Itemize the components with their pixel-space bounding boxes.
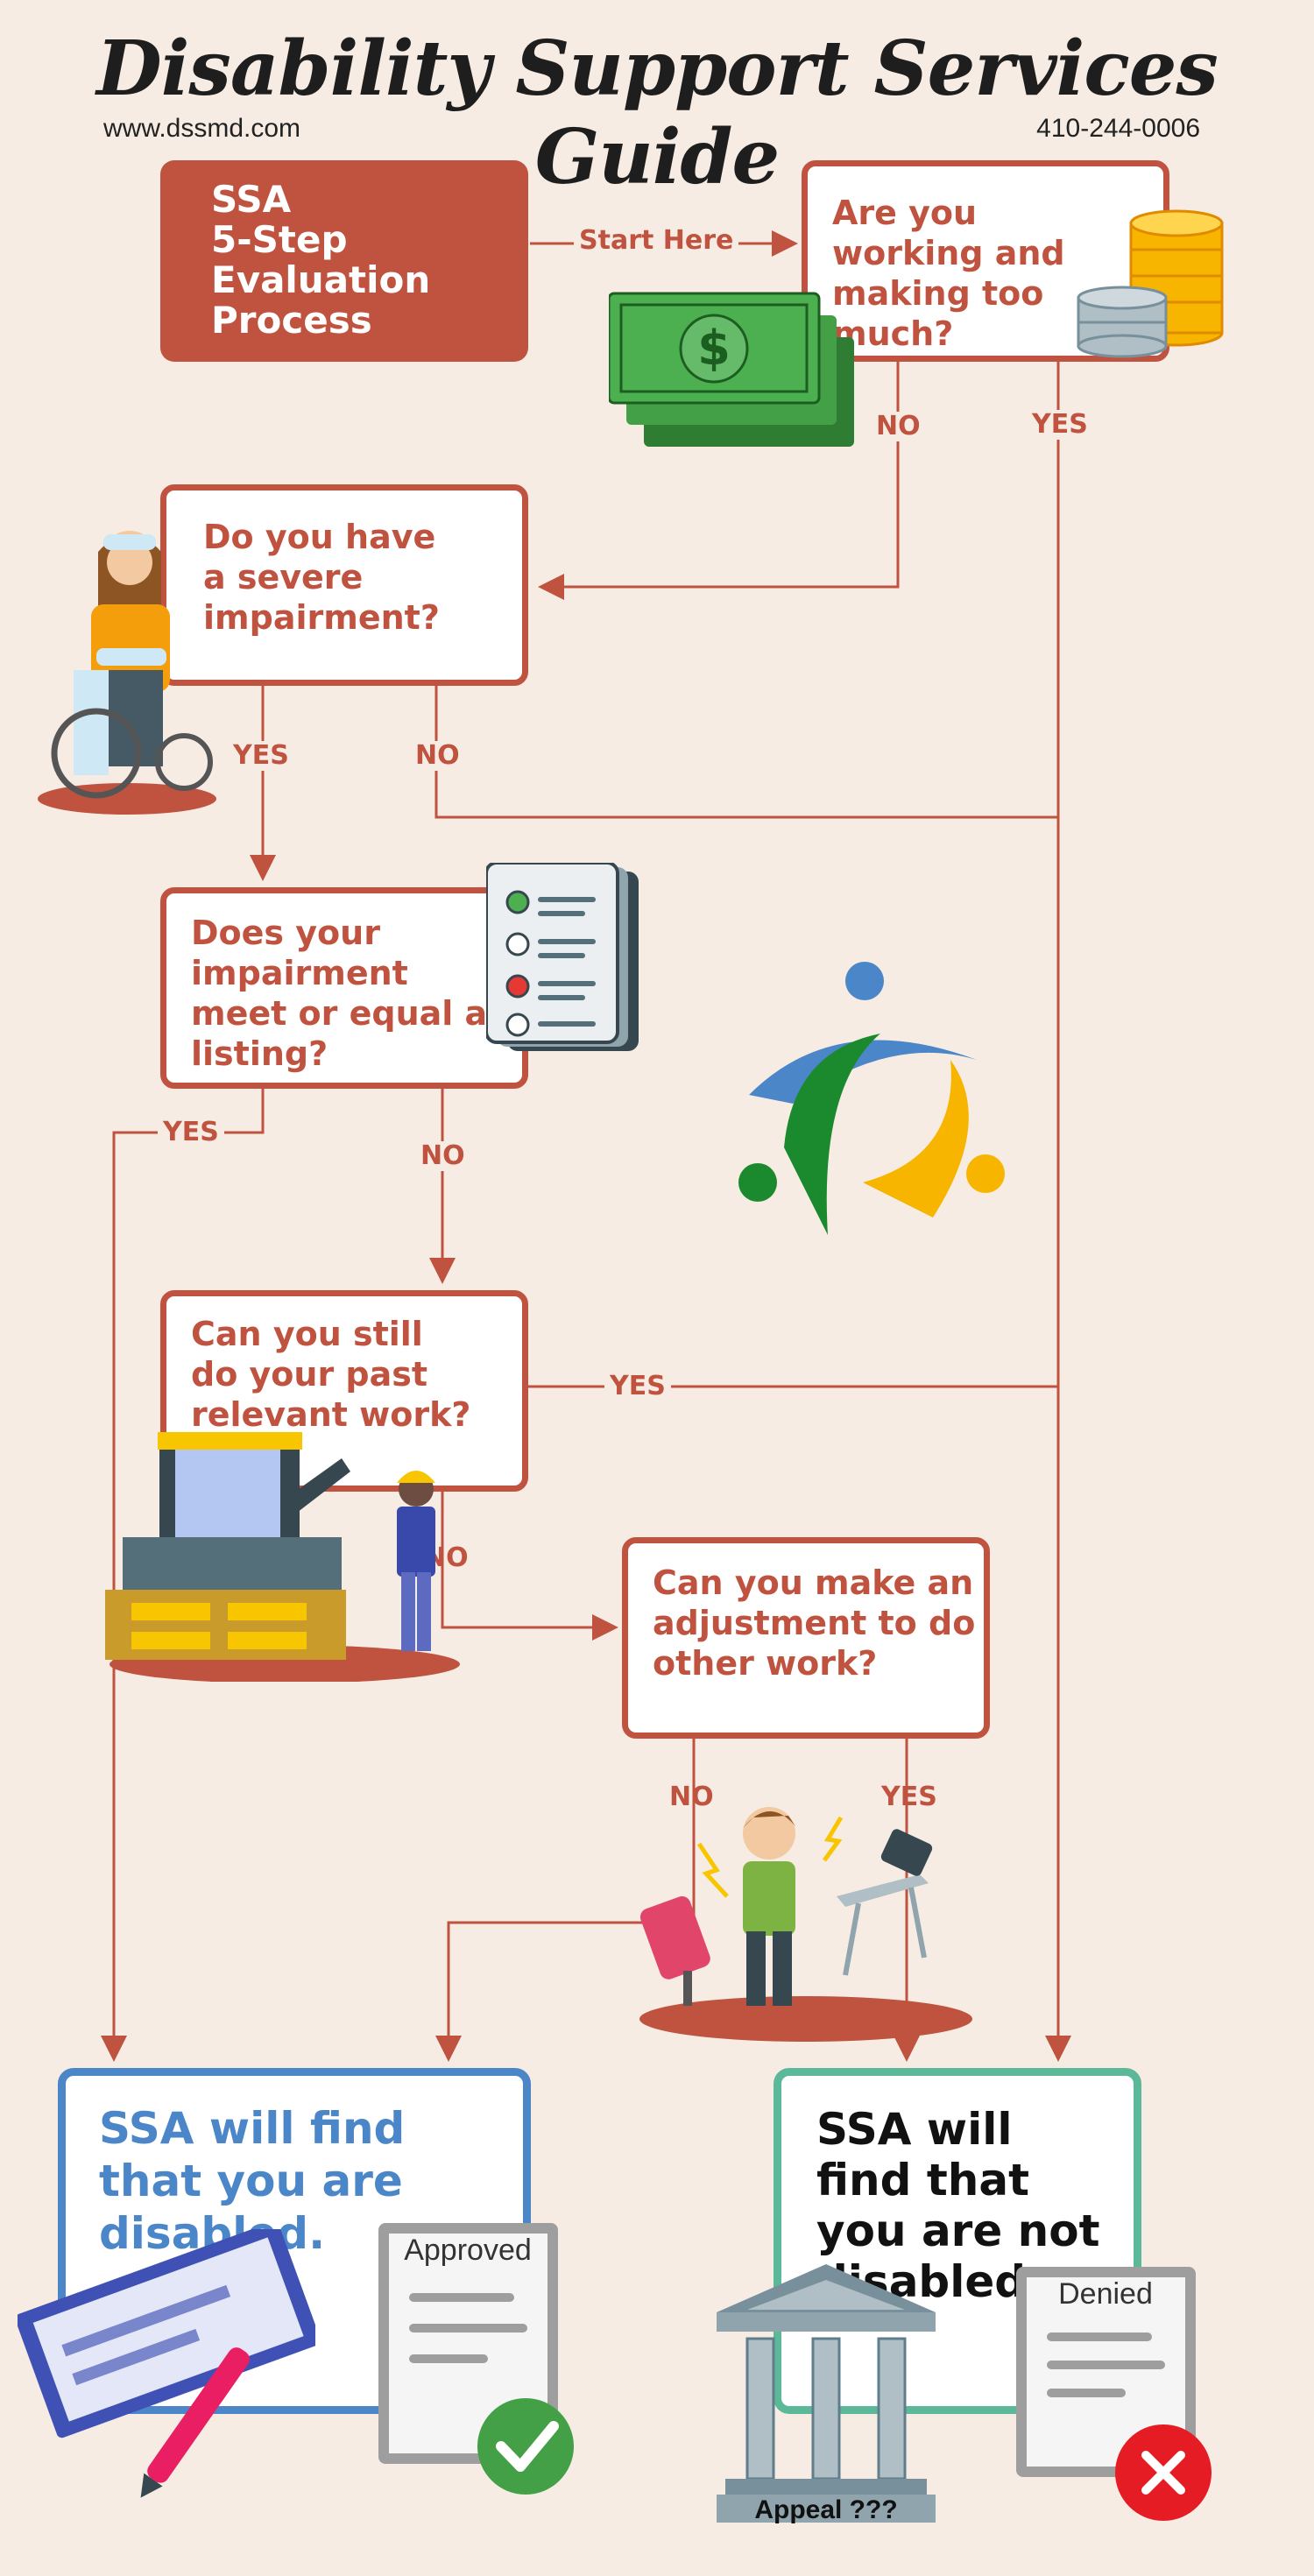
svg-text:$: $ xyxy=(697,321,731,376)
step3-no-label: NO xyxy=(415,1141,470,1171)
step5-no-label: NO xyxy=(669,1782,714,1812)
step2-yes-label: YES xyxy=(228,741,294,771)
step-question-text: Are you working and making too much? xyxy=(832,194,1065,353)
checklist-icon xyxy=(486,863,639,1051)
appeal-caption: Appeal ??? xyxy=(754,2495,897,2524)
start-here-label: Start Here xyxy=(574,226,739,256)
step-question-text: Can you make an adjustment to do other w… xyxy=(653,1563,976,1683)
step5-yes-label: YES xyxy=(881,1782,937,1812)
step4-yes-label: YES xyxy=(604,1372,671,1401)
coins-icon xyxy=(1077,209,1224,358)
approved-caption: Approved xyxy=(404,2234,532,2267)
outcome-not-disabled-text: SSA will find that you are not disabled. xyxy=(816,2104,1100,2307)
check-and-pen-illustration xyxy=(18,2229,315,2498)
step-severe-impairment-question[interactable]: Do you have a severe impairment? xyxy=(160,484,528,686)
wheelchair-person-illustration xyxy=(38,531,216,815)
step1-yes-label: YES xyxy=(1027,410,1093,440)
step1-no-label: NO xyxy=(871,412,926,441)
approved-document: Approved xyxy=(378,2223,574,2495)
cash-icon: $ xyxy=(609,292,854,447)
start-box: SSA 5-Step Evaluation Process xyxy=(160,160,528,362)
step-question-text: Can you still do your past relevant work… xyxy=(191,1315,471,1434)
courthouse-icon: Appeal ??? xyxy=(717,2264,936,2524)
dss-logo xyxy=(738,962,1005,1235)
step-working-question[interactable]: Are you working and making too much? xyxy=(802,160,1169,362)
page-title: Disability Support Services Guide xyxy=(96,25,1219,201)
step3-yes-label: YES xyxy=(158,1118,224,1147)
denied-caption: Denied xyxy=(1058,2277,1153,2311)
step-question-text: Does your impairment meet or equal a lis… xyxy=(191,914,488,1073)
website[interactable]: www.dssmd.com xyxy=(103,114,301,143)
step2-no-label: NO xyxy=(410,741,465,771)
step-listing-question[interactable]: Does your impairment meet or equal a lis… xyxy=(160,887,528,1089)
denied-document: Denied xyxy=(1016,2267,1212,2521)
step-question-text: Do you have a severe impairment? xyxy=(203,518,440,637)
phone-number[interactable]: 410-244-0006 xyxy=(1036,114,1200,143)
construction-worker-illustration xyxy=(105,1432,460,1682)
step-other-work-question[interactable]: Can you make an adjustment to do other w… xyxy=(622,1537,990,1739)
frustrated-worker-illustration xyxy=(639,1807,972,2042)
